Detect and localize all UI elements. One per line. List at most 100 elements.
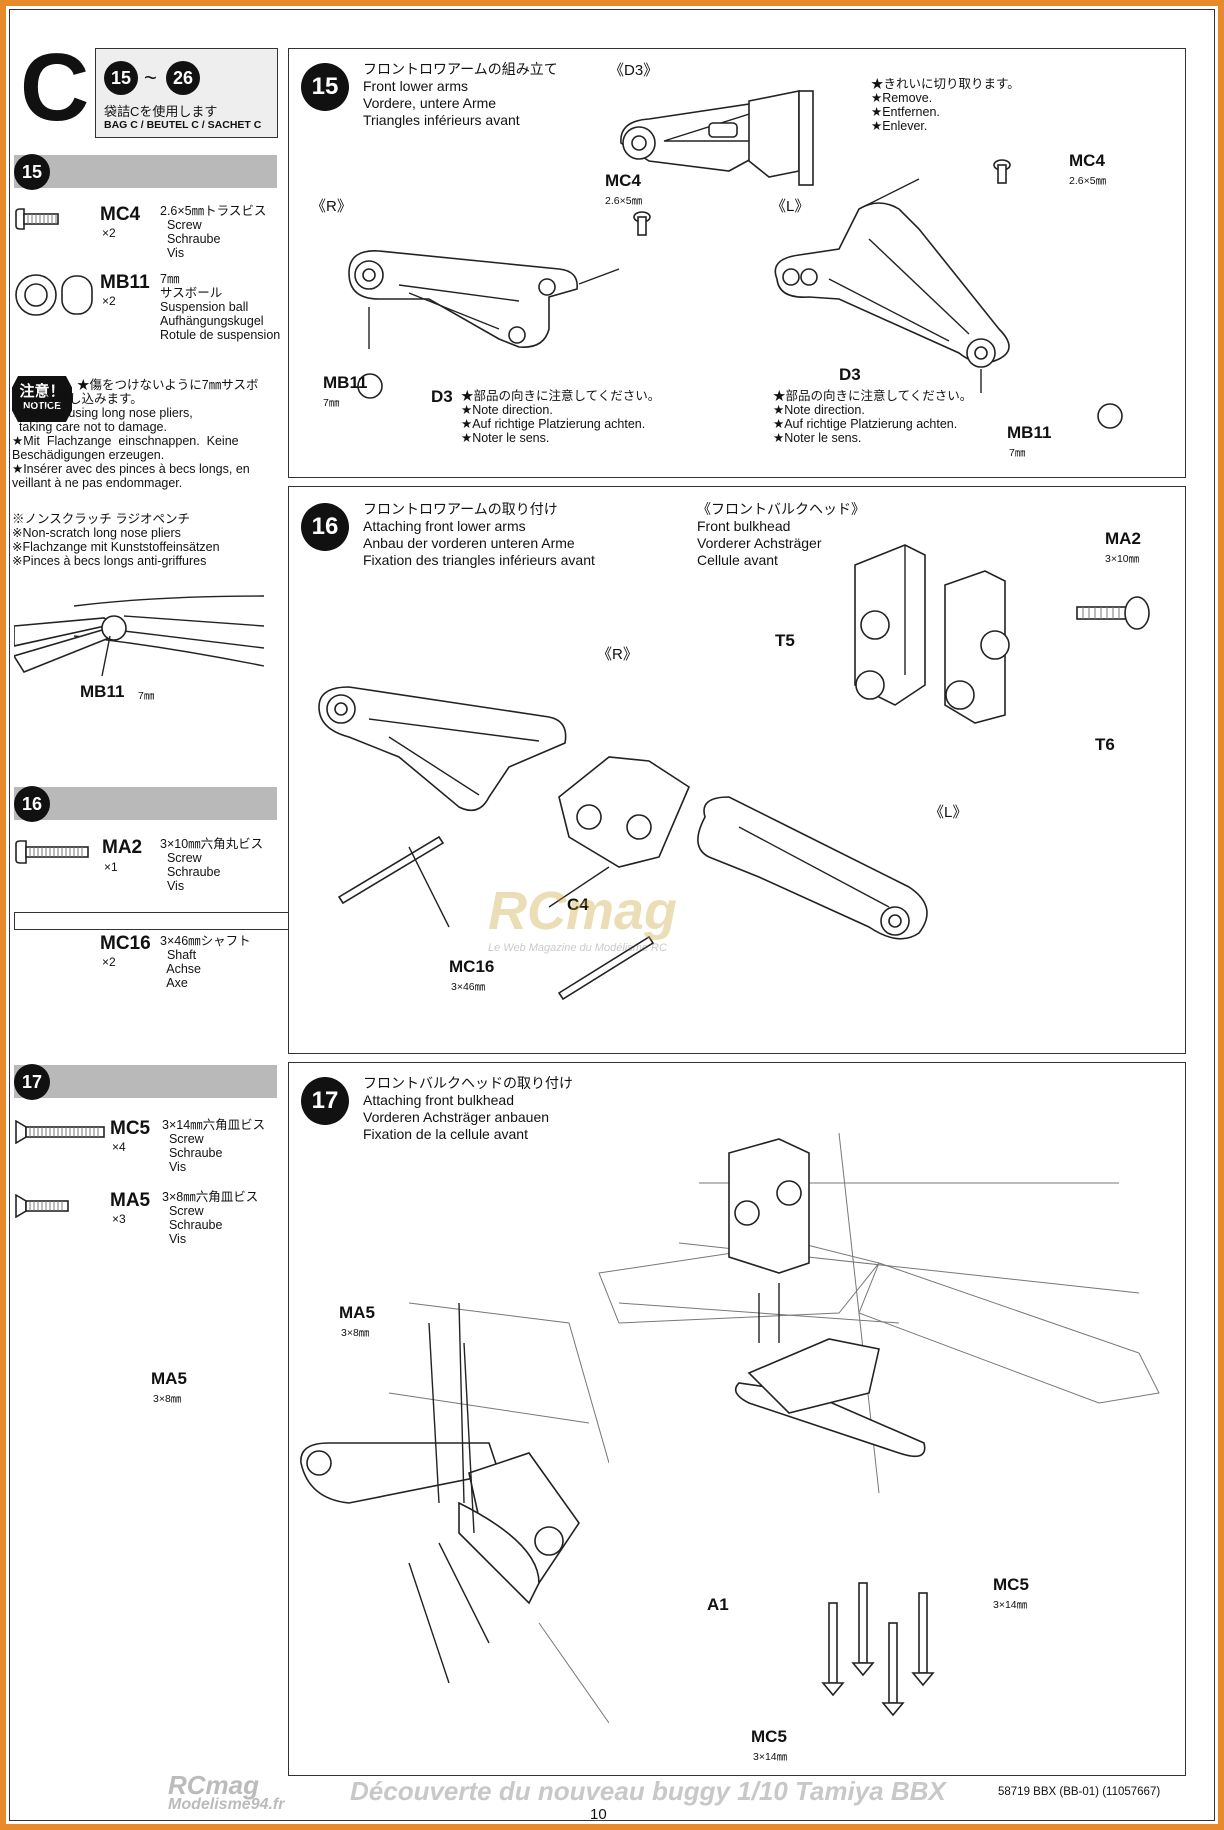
sidebar-step-17-bar: [14, 1065, 277, 1098]
step-17-badge: 17: [301, 1077, 349, 1125]
part-ma5-name: MA5: [110, 1190, 151, 1211]
mb11-label-r: MB11: [323, 373, 368, 392]
sidebar-step-16-badge: 16: [14, 786, 50, 822]
step-16-title: フロントロワアームの取り付け Attaching front lower arm…: [363, 501, 595, 568]
part-ma2-qty: ×1: [104, 860, 118, 874]
sidebar-step-15-badge: 15: [14, 154, 50, 190]
r-tag-16: 《R》: [597, 646, 638, 663]
step-16-panel: 16 フロントロワアームの取り付け Attaching front lower …: [288, 486, 1186, 1054]
step-17-panel: 17 フロントバルクヘッドの取り付け Attaching front bulkh…: [151, 1062, 1186, 1776]
mc5-label-right: MC5: [993, 1575, 1029, 1594]
mc16-label: MC16: [449, 957, 495, 976]
ma5-label-left: MA5: [151, 1369, 187, 1388]
part-mc5-name: MC5: [110, 1118, 151, 1139]
footer-site: Modelisme94.fr: [168, 1796, 285, 1813]
part-ma5-desc: 3×8㎜六角皿ビス Screw Schraube Vis: [162, 1190, 259, 1246]
part-mc4-qty: ×2: [102, 226, 116, 240]
l-tag-15: 《L》: [771, 198, 810, 215]
mb11-sub-l: 7㎜: [1009, 447, 1026, 459]
a1-label: A1: [707, 1595, 729, 1614]
sidebar-step-17-badge: 17: [14, 1064, 50, 1100]
mc4-label-r: MC4: [605, 171, 641, 190]
ma5-sub-top: 3×8㎜: [341, 1327, 370, 1339]
notice-jp: 注意！: [19, 383, 65, 400]
step-from-badge: 15: [104, 61, 138, 95]
mc16-shaft-icon: [14, 912, 298, 930]
d3-label-l: D3: [839, 365, 861, 384]
sidebar-step-15-bar: [14, 155, 277, 188]
left-arm-drawing: [774, 178, 1010, 393]
sidebar-step-16-bar: [14, 787, 277, 820]
notice-en: NOTICE: [23, 401, 61, 412]
direction-note-r: ★部品の向きに注意してください。 ★Note direction. ★Auf r…: [461, 389, 661, 445]
part-mc16-desc: 3×46㎜シャフト Shaft Achse Axe: [160, 934, 251, 990]
page-inner-border: [9, 9, 1215, 1821]
bag-letter: C: [20, 34, 90, 141]
mc4-screw-icon: [15, 208, 59, 230]
mc5-sub-bottom: 3×14㎜: [753, 1751, 788, 1763]
pliers-mb11-label: MB11: [80, 682, 125, 701]
mc16-sub: 3×46㎜: [451, 981, 486, 993]
step-16-assembly-drawing: [318, 686, 928, 1001]
mb11-label-l: MB11: [1007, 423, 1052, 442]
mb11-sub-r: 7㎜: [323, 397, 340, 409]
pliers-illustration: [14, 595, 265, 677]
direction-note-l: ★部品の向きに注意してください。 ★Note direction. ★Auf r…: [773, 389, 973, 445]
mc4-label-l: MC4: [1069, 151, 1105, 170]
ma2-screw-drawing: [1076, 596, 1150, 630]
ma5-screw-icon: [15, 1194, 69, 1218]
mb11-ball-icon: [15, 274, 93, 316]
part-mc5-qty: ×4: [112, 1140, 126, 1154]
part-mc4-name: MC4: [100, 204, 141, 225]
rcmag-watermark: RCmag Le Web Magazine du Modélisme RC: [488, 880, 677, 954]
step-15-panel: 15 フロントロワアームの組み立て Front lower arms Vorde…: [288, 48, 1186, 478]
part-mc16-qty: ×2: [102, 955, 116, 969]
ma5-label-top: MA5: [339, 1303, 375, 1322]
ma5-assembly-drawing: [300, 1302, 609, 1724]
part-mc4-desc: 2.6×5㎜トラスビス Screw Schraube Vis: [160, 204, 267, 260]
rcmag-watermark-brand: RCmag: [488, 881, 678, 941]
right-arm-drawing: [348, 250, 619, 349]
page-number: 10: [590, 1806, 607, 1823]
notice-badge: 注意！ NOTICE: [12, 376, 72, 422]
bag-langs: BAG C / BEUTEL C / SACHET C: [104, 119, 262, 131]
part-mb11-name: MB11: [100, 272, 150, 293]
step-15-badge: 15: [301, 63, 349, 111]
mc5-screws-drawing: [821, 1582, 935, 1717]
ma2-label: MA2: [1105, 529, 1141, 548]
ma2-screw-icon: [15, 840, 89, 864]
t5-label: T5: [775, 631, 795, 650]
step-to-badge: 26: [166, 61, 200, 95]
d3-label-r: D3: [431, 387, 453, 406]
step-16-badge: 16: [301, 503, 349, 551]
ma5-sub-left: 3×8㎜: [153, 1393, 182, 1405]
step-17-title: フロントバルクヘッドの取り付け Attaching front bulkhead…: [363, 1075, 573, 1142]
footer-caption: Découverte du nouveau buggy 1/10 Tamiya …: [350, 1776, 946, 1806]
l-tag-16: 《L》: [929, 804, 968, 821]
step-15-title: フロントロワアームの組み立て Front lower arms Vordere,…: [363, 61, 558, 128]
t6-label: T6: [1095, 735, 1115, 754]
mb11-ball-l: [1097, 403, 1123, 429]
notice-text: ★傷をつけないように7㎜サスボ ールを押し込みます。 ★Push in usin…: [12, 378, 259, 490]
bulkhead-title: 《フロントバルクヘッド》 Front bulkhead Vorderer Ach…: [697, 501, 865, 568]
mc4-sub-r: 2.6×5㎜: [605, 195, 643, 207]
c4-label: C4: [567, 895, 589, 914]
part-mb11-desc: 7㎜ サスボール Suspension ball Aufhängungskuge…: [160, 272, 281, 342]
footer-brand: RCmag: [168, 1770, 260, 1800]
ma2-sub: 3×10㎜: [1105, 553, 1140, 565]
d3-tag: 《D3》: [609, 62, 659, 79]
d3-sprue-drawing: [620, 90, 814, 186]
mc4-screw-l: [993, 159, 1011, 184]
part-mc16-name: MC16: [100, 933, 151, 954]
part-mb11-qty: ×2: [102, 294, 116, 308]
part-ma2-name: MA2: [102, 837, 143, 858]
mb11-ball-r: [357, 373, 383, 399]
part-ma5-qty: ×3: [112, 1212, 126, 1226]
pliers-mb11-sub: 7㎜: [138, 690, 155, 702]
mc5-screw-icon: [15, 1120, 105, 1144]
tilde: ~: [144, 65, 157, 90]
bag-info-box: 15 ~ 26 袋詰Cを使用します BAG C / BEUTEL C / SAC…: [95, 48, 278, 138]
r-tag-15: 《R》: [311, 198, 352, 215]
remove-note: ★きれいに切り取ります。 ★Remove. ★Entfernen. ★Enlev…: [871, 77, 1020, 133]
